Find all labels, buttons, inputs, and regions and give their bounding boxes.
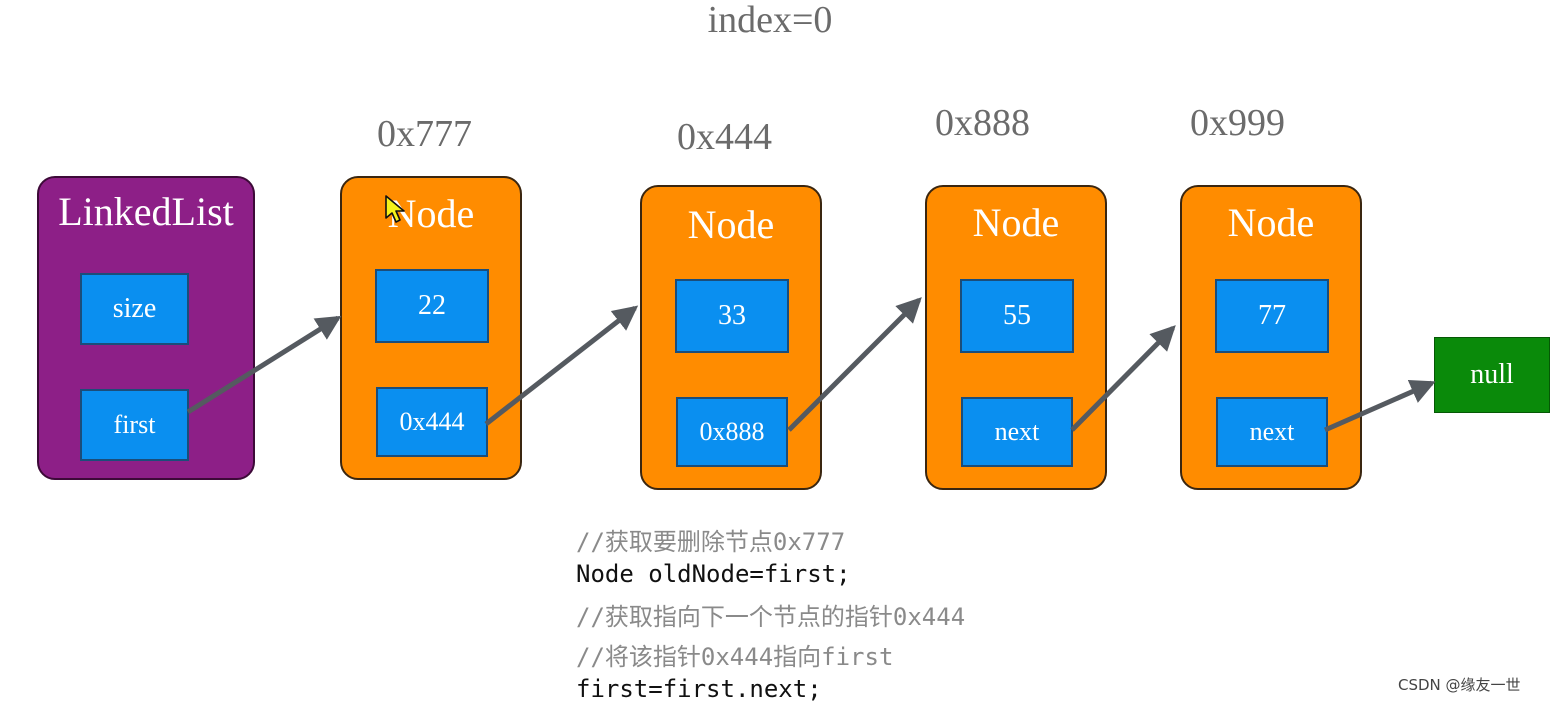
first-field: first	[80, 389, 189, 461]
node-title: Node	[972, 200, 1060, 245]
node-address-label: 0x888	[935, 102, 1030, 144]
node-address-label: 0x999	[1190, 102, 1285, 144]
node-value-field: 33	[675, 279, 789, 353]
code-statement-line: first=first.next;	[576, 675, 822, 703]
null-box: null	[1434, 337, 1550, 413]
node-next-field: 0x444	[376, 387, 488, 457]
node-address-label: 0x444	[677, 116, 772, 158]
code-comment-line: //获取要删除节点0x777	[576, 528, 846, 556]
diagram-title: index=0	[707, 0, 833, 41]
node-value-field: 55	[960, 279, 1074, 353]
node-box: Node 33 0x888	[640, 185, 822, 490]
linkedlist-title: LinkedList	[58, 189, 234, 234]
code-comment-line: //将该指针0x444指向first	[576, 643, 894, 671]
node-box: Node 55 next	[925, 185, 1107, 490]
node-title: Node	[687, 202, 775, 247]
node-title: Node	[387, 191, 475, 236]
watermark: CSDN @缘友一世	[1398, 676, 1521, 694]
node-title: Node	[1227, 200, 1315, 245]
node-box: Node 77 next	[1180, 185, 1362, 490]
node-next-field: 0x888	[676, 397, 788, 467]
size-field: size	[80, 273, 189, 345]
mouse-cursor-icon	[385, 195, 405, 223]
code-statement-line: Node oldNode=first;	[576, 560, 851, 588]
linkedlist-box: LinkedList size first	[37, 176, 255, 480]
node-next-field: next	[1216, 397, 1328, 467]
node-value-field: 77	[1215, 279, 1329, 353]
node-value-field: 22	[375, 269, 489, 343]
node-next-field: next	[961, 397, 1073, 467]
code-comment-line: //获取指向下一个节点的指针0x444	[576, 603, 966, 631]
node-box: Node 22 0x444	[340, 176, 522, 480]
node-address-label: 0x777	[377, 113, 472, 155]
